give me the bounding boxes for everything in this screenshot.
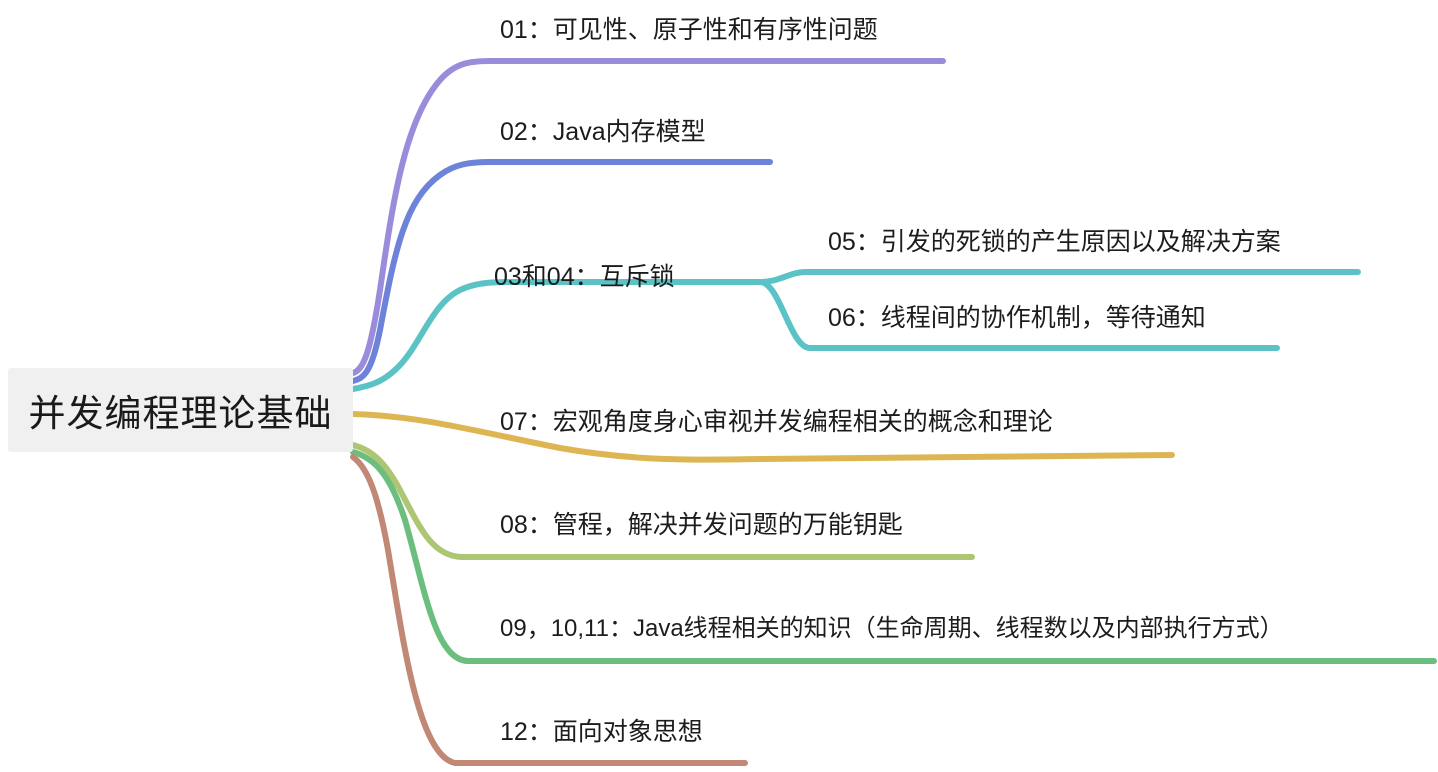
- node-label-01[interactable]: 01：可见性、原子性和有序性问题: [500, 16, 878, 44]
- connector-05: [757, 269, 1361, 285]
- node-label-05[interactable]: 05：引发的死锁的产生原因以及解决方案: [828, 228, 1281, 256]
- connector-0304: [350, 279, 763, 392]
- node-label-08[interactable]: 08：管程，解决并发问题的万能钥匙: [500, 511, 903, 539]
- root-node-label: 并发编程理论基础: [28, 393, 333, 434]
- node-label-09[interactable]: 09，10,11：Java线程相关的知识（生命周期、线程数以及内部执行方式）: [500, 615, 1284, 642]
- node-label-07[interactable]: 07：宏观角度身心审视并发编程相关的概念和理论: [500, 408, 1053, 436]
- node-label-02[interactable]: 02：Java内存模型: [500, 118, 706, 146]
- node-label-0304[interactable]: 03和04：互斥锁: [494, 263, 675, 291]
- node-label-06[interactable]: 06：线程间的协作机制，等待通知: [828, 304, 1206, 332]
- node-label-12[interactable]: 12：面向对象思想: [500, 718, 703, 746]
- root-node[interactable]: 并发编程理论基础: [8, 368, 353, 452]
- connector-08: [350, 442, 975, 560]
